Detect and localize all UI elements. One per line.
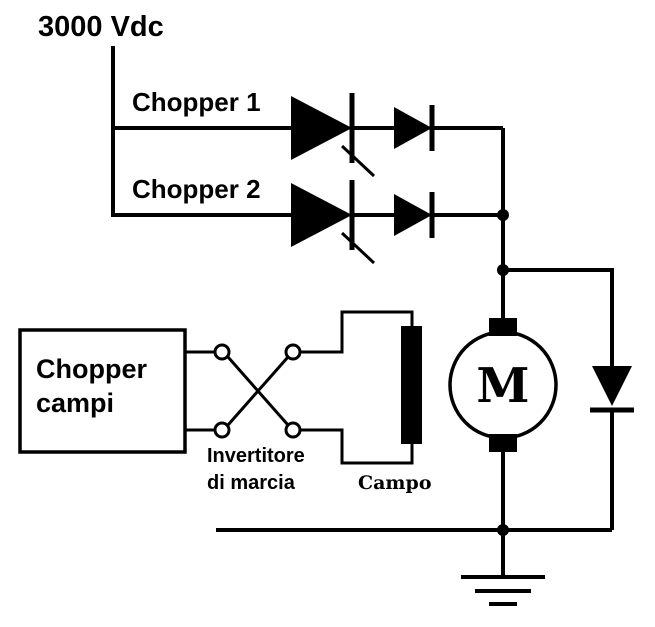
chopper1-thyristor-gate-icon	[340, 144, 376, 178]
reverser-label-line1: Invertitore	[207, 445, 305, 467]
junction-dot-chopper2	[497, 209, 509, 221]
field-chopper-box	[18, 328, 187, 454]
field-chopper-label-line1: Chopper	[36, 354, 147, 384]
chopper1-thyristor-icon	[291, 96, 352, 160]
field-label: Campo	[358, 472, 432, 494]
ground-icon	[461, 575, 545, 606]
motor-top-terminal	[489, 318, 517, 336]
supply-voltage-label: 3000 Vdc	[38, 11, 164, 43]
field-winding-icon	[401, 326, 422, 444]
chopper1-series-diode-icon	[394, 107, 432, 149]
motor-bottom-terminal	[489, 434, 517, 452]
reverser-terminal-bottom-left	[213, 421, 231, 439]
field-top-wire	[300, 310, 414, 354]
chopper2-series-diode-icon	[394, 194, 432, 236]
freewheel-diode-icon	[592, 366, 632, 406]
field-bottom-wire	[300, 428, 414, 465]
chopper2-thyristor-icon	[291, 183, 352, 247]
motor-label: M	[476, 358, 529, 414]
reverser-cross-wire-2	[226, 356, 290, 426]
field-chopper-label-line2: campi	[36, 388, 114, 418]
freewheel-top-wire	[503, 268, 614, 366]
chopper2-label: Chopper 2	[132, 174, 261, 204]
reverser-label-line2: di marcia	[207, 472, 296, 494]
reverser-terminal-bottom-right	[284, 421, 302, 439]
reverser-terminal-top-left	[213, 343, 231, 361]
chopper2-thyristor-gate-icon	[340, 231, 376, 265]
reverser-terminal-top-right	[284, 343, 302, 361]
chopper1-label: Chopper 1	[132, 87, 261, 117]
